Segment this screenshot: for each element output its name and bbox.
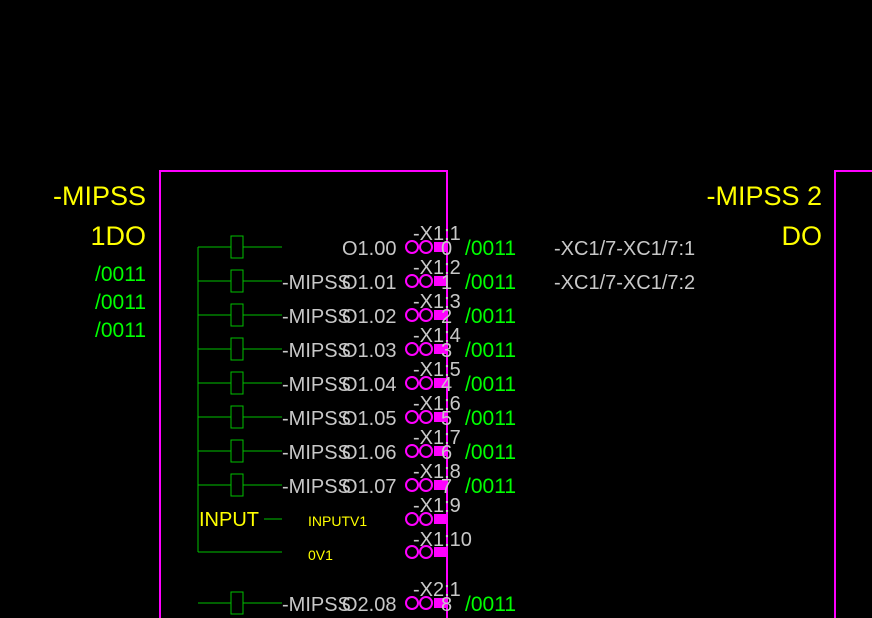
output-coil-icon [230, 303, 244, 327]
connector-symbol [405, 512, 447, 526]
wire-ref-label: /0011 [465, 305, 516, 328]
channel-rows: O1.00-X1:10/0011-XC1/7-XC1/7:1-MIPSSO1.0… [198, 223, 695, 498]
terminal-label-x1-9: -X1:9 [413, 495, 461, 517]
output-coil-icon [230, 439, 244, 463]
pin-number-label: 4 [441, 374, 452, 396]
left-ref-2: /0011 [95, 291, 146, 314]
coil-device-label: -MIPSS [282, 408, 351, 430]
connector-symbol [405, 410, 447, 424]
pin-number-label: 8 [441, 594, 452, 616]
wire-ref-label: /0011 [465, 475, 516, 498]
output-coil-icon [230, 591, 244, 615]
module-frame-mipss-1do [159, 170, 448, 618]
input-label: INPUT [199, 509, 259, 531]
signal-address-label: O1.01 [342, 272, 396, 294]
terminal-label: -X1:7 [413, 427, 461, 449]
output-coil-icon [230, 405, 244, 429]
wire-ref-label: /0011 [465, 237, 516, 260]
signal-address-label: O1.02 [342, 306, 396, 328]
connector-symbol [405, 240, 447, 254]
pin-number-label: 6 [441, 442, 452, 464]
wire-ref-label: /0011 [465, 271, 516, 294]
pin-number-label: 0 [441, 238, 452, 260]
pin-number-label: 1 [441, 272, 452, 294]
signal-address-label: O1.06 [342, 442, 396, 464]
signal-address-label: O1.03 [342, 340, 396, 362]
input-pin-b: 0V1 [308, 547, 333, 563]
connector-symbol [405, 545, 447, 559]
terminal-label: -X1:5 [413, 359, 461, 381]
wire-ref-label: /0011 [465, 593, 516, 616]
module-name-2-line1: -MIPSS 2 [706, 181, 822, 211]
coil-device-label: -MIPSS [282, 476, 351, 498]
input-pin-a: INPUTV1 [308, 513, 367, 529]
connector-symbol [405, 342, 447, 356]
module-frame-mipss-2do [834, 170, 872, 618]
coil-device-label: -MIPSS [282, 306, 351, 328]
coil-device-label: -MIPSS [282, 374, 351, 396]
connector-symbol [405, 308, 447, 322]
connector-symbol [405, 274, 447, 288]
coil-device-label: -MIPSS [282, 442, 351, 464]
module-name-2-line2: DO [782, 221, 823, 251]
output-coil-icon [230, 235, 244, 259]
wire-ref-label: /0011 [465, 441, 516, 464]
output-coil-icon [230, 473, 244, 497]
left-ref-3: /0011 [95, 319, 146, 342]
connector-symbol [405, 596, 447, 610]
terminal-label: -X2:1 [413, 579, 461, 601]
cross-ref-label: -XC1/7-XC1/7:1 [554, 238, 695, 260]
input-block: INPUT INPUTV1 0V1 -X1:9 -X1:10 [198, 495, 472, 563]
cross-ref-label: -XC1/7-XC1/7:2 [554, 272, 695, 294]
module-name-1-line1: -MIPSS [53, 181, 146, 211]
pin-number-label: 3 [441, 340, 452, 362]
wire-ref-label: /0011 [465, 339, 516, 362]
signal-address-label: O1.05 [342, 408, 396, 430]
output-coil-icon [230, 269, 244, 293]
coil-device-label: -MIPSS [282, 594, 351, 616]
signal-address-label: O1.00 [342, 238, 396, 260]
coil-device-label: -MIPSS [282, 340, 351, 362]
output-coil-icon [230, 337, 244, 361]
pin-number-label: 2 [441, 306, 452, 328]
output-coil-icon [230, 371, 244, 395]
terminal-label: -X1:1 [413, 223, 461, 245]
connector-symbol [405, 478, 447, 492]
terminal-label: -X1:3 [413, 291, 461, 313]
signal-address-label: O2.08 [342, 594, 396, 616]
connector-symbol [405, 376, 447, 390]
terminal-label: -X1:2 [413, 257, 461, 279]
signal-address-label: O1.07 [342, 476, 396, 498]
pin-number-label: 5 [441, 408, 452, 430]
terminal-label: -X1:4 [413, 325, 461, 347]
pin-number-label: 7 [441, 476, 452, 498]
module-name-1-line2: 1DO [90, 221, 146, 251]
connector-symbol [405, 444, 447, 458]
terminal-label: -X1:8 [413, 461, 461, 483]
signal-address-label: O1.04 [342, 374, 396, 396]
wire-ref-label: /0011 [465, 373, 516, 396]
coil-device-label: -MIPSS [282, 272, 351, 294]
left-ref-1: /0011 [95, 263, 146, 286]
channel-row: O1.00 -X1:10/0011 -XC1/7-XC1/7:1 [198, 223, 695, 260]
terminal-label: -X1:6 [413, 393, 461, 415]
wire-ref-label: /0011 [465, 407, 516, 430]
